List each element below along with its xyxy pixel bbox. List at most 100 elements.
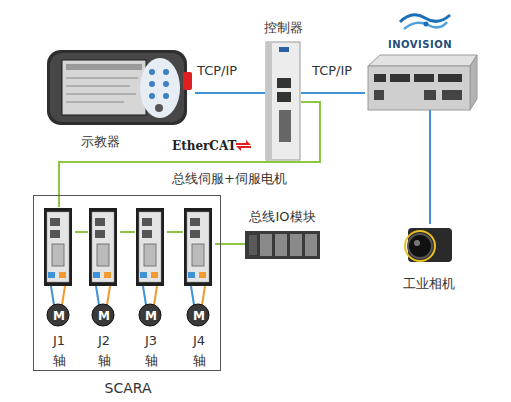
motor-cable <box>62 286 65 305</box>
controller-node: 控制器 <box>265 42 301 160</box>
screen-line <box>66 94 136 95</box>
pc-front <box>368 66 470 110</box>
servo-drive <box>136 208 164 326</box>
motor-cable <box>107 286 110 305</box>
keypad <box>140 58 180 118</box>
camera-lens <box>408 234 432 258</box>
pc-port <box>374 90 384 100</box>
drive-terminal <box>199 272 206 278</box>
axis-label: J1 轴 <box>47 331 71 371</box>
drive-body <box>184 208 212 286</box>
node-label: INOVISION <box>380 37 460 53</box>
key-button <box>149 81 155 87</box>
drive-port <box>95 218 105 226</box>
drive-connector <box>52 244 64 266</box>
io-body <box>245 231 320 259</box>
motor-cable <box>191 286 194 305</box>
servo-drive <box>89 208 117 326</box>
controller-connector <box>279 110 291 142</box>
io-slice <box>305 234 317 256</box>
key-button <box>149 69 155 75</box>
drive-body <box>136 208 164 286</box>
pc-port <box>424 90 436 100</box>
drive-port <box>190 218 200 226</box>
edge-label: TCP/IP <box>197 63 237 78</box>
camera-ring <box>405 231 435 261</box>
drive-port <box>50 218 60 226</box>
bus-servo-label: 总线伺服+伺服电机 <box>172 170 287 188</box>
screen-line <box>66 102 124 103</box>
motor-cable <box>96 286 99 305</box>
drive-terminal <box>188 272 195 278</box>
key-button <box>149 93 155 99</box>
axis-label: J4 轴 <box>187 331 211 371</box>
arrow-mark <box>236 140 251 145</box>
io-slice <box>260 234 272 256</box>
drive-terminal <box>140 272 147 278</box>
edge-label: TCP/IP <box>312 63 352 78</box>
node-label: 总线IO模块 <box>237 209 328 225</box>
logo-wave <box>400 15 450 22</box>
pendant-body <box>47 50 187 125</box>
drive-terminal <box>93 272 100 278</box>
ethercat-cable <box>167 231 183 233</box>
motor-cable <box>143 286 146 305</box>
network-cable <box>195 92 265 94</box>
drive-panel <box>47 212 69 282</box>
ethercat-cable <box>215 243 245 245</box>
drive-terminal <box>59 272 66 278</box>
drive-panel <box>187 212 209 282</box>
pc-port <box>414 74 434 82</box>
camera-node: 工业相机 <box>402 224 456 266</box>
drive-terminal <box>104 272 111 278</box>
node-label: 工业相机 <box>397 276 461 292</box>
scara-group: SCARAMJ1 轴MJ2 轴MJ3 轴MJ4 轴 <box>33 195 221 371</box>
ethercat-arrows <box>236 140 251 151</box>
controller-port <box>277 78 291 88</box>
industrial-pc-node: INOVISION <box>365 55 477 110</box>
axis-label: J2 轴 <box>92 331 116 371</box>
controller-body <box>266 42 300 160</box>
drive-panel <box>92 212 114 282</box>
node-label: M <box>183 308 215 324</box>
drive-port <box>142 230 152 238</box>
industrial-pc <box>368 55 477 110</box>
arrow-mark <box>236 146 251 151</box>
node-label: M <box>135 308 167 324</box>
node-label: 示教器 <box>70 134 130 150</box>
node-label: 控制器 <box>251 20 315 36</box>
screen-line <box>66 86 130 87</box>
servo-drive <box>184 208 212 326</box>
io-slice <box>275 234 287 256</box>
key-button <box>163 69 169 75</box>
drive-connector <box>144 244 156 266</box>
screen-bar <box>66 64 142 70</box>
key-button <box>163 93 169 99</box>
motor-cable <box>154 286 157 305</box>
pendant-face <box>50 53 184 122</box>
pc-port <box>374 74 386 82</box>
servo-drive <box>44 208 72 326</box>
teach-pendant <box>47 50 192 125</box>
logo-wave <box>404 22 447 29</box>
network-cable <box>301 92 365 94</box>
drive-connector <box>192 244 204 266</box>
drive-port <box>50 230 60 238</box>
drive-terminal <box>151 272 158 278</box>
drive-port <box>142 218 152 226</box>
node-label: M <box>88 308 120 324</box>
industrial-camera <box>405 228 452 262</box>
pc-port <box>438 74 462 82</box>
drive-panel <box>139 212 161 282</box>
controller-unit <box>266 42 300 160</box>
motor-cable <box>202 286 205 305</box>
controller-side <box>266 42 272 160</box>
pc-side <box>470 55 477 110</box>
pendant-screen <box>62 60 146 115</box>
node-label: SCARA <box>93 380 163 396</box>
axis-column: M J2 轴 <box>88 207 120 373</box>
drive-body <box>44 208 72 286</box>
emergency-stop <box>183 72 192 90</box>
